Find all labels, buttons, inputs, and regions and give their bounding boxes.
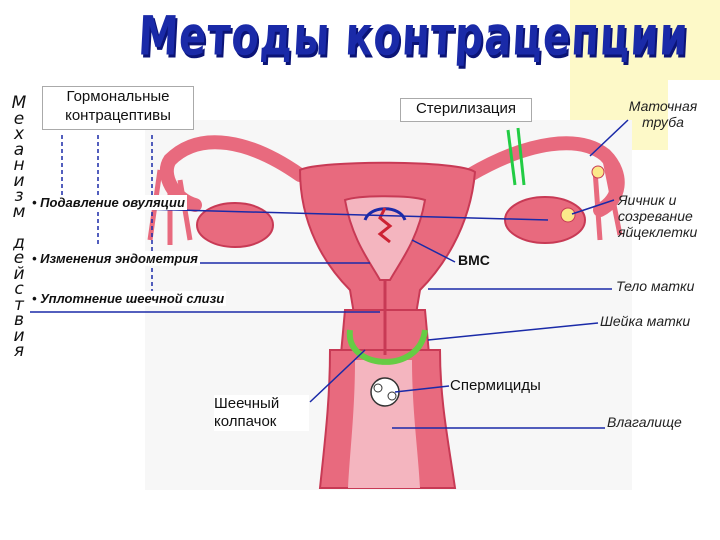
- mechanism-letter: с: [14, 279, 24, 299]
- sterilization-label: Стерилизация: [415, 100, 517, 117]
- cervix-label: Шейка матки: [600, 313, 691, 329]
- mechanism-letter: а: [13, 139, 25, 160]
- hormonal-contraceptives-box: Гормональные контрацептивы: [42, 86, 194, 130]
- mechanism-letter: и: [13, 170, 25, 191]
- mechanism-letter: в: [13, 310, 25, 330]
- spermicide-blob: [370, 377, 400, 407]
- left-ovary: [196, 202, 274, 248]
- spermicides-label: Спермициды: [450, 377, 541, 394]
- mechanism-letter: е: [13, 248, 25, 268]
- vaginal-canal: [348, 360, 420, 488]
- hormonal-contraceptives-label: Гормональные контрацептивы: [65, 88, 171, 124]
- cervical-cap: [346, 329, 428, 365]
- follicle: [591, 165, 605, 179]
- effect-ovulation: Подавление овуляции: [30, 195, 187, 210]
- uterus-body-label: Тело матки: [616, 278, 695, 294]
- mechanism-letter: т: [14, 294, 24, 315]
- mechanism-letter: н: [13, 155, 25, 175]
- mechanism-letter: д: [13, 232, 25, 253]
- vagina-label: Влагалище: [607, 414, 682, 430]
- white-panel: [668, 80, 720, 150]
- left-fallopian-tube: [159, 135, 307, 212]
- mechanism-letter: з: [14, 186, 24, 206]
- mechanism-letter: е: [13, 108, 25, 129]
- sterilization-box: Стерилизация: [400, 98, 532, 122]
- iud-label: ВМС: [458, 252, 490, 268]
- mechanism-letter: М: [11, 93, 27, 113]
- mechanism-letter: й: [13, 263, 25, 284]
- cervical-cap-label: Шеечный колпачок: [214, 395, 309, 431]
- fallopian-tube-label: Маточная труба: [628, 98, 698, 130]
- effect-mucus: Уплотнение шеечной слизи: [30, 291, 227, 306]
- iud-coil: [377, 207, 393, 244]
- mechanism-letter: х: [13, 124, 25, 144]
- mechanism-letter: м: [12, 201, 26, 222]
- mechanism-letter: и: [13, 325, 25, 346]
- ovary-label: Яичник и созревание яйцеклетки: [618, 192, 698, 240]
- effect-endometrium: Изменения эндометрия: [30, 251, 200, 266]
- mechanism-letter: я: [13, 341, 25, 361]
- sterilization-mark: [506, 129, 517, 186]
- right-fallopian-tube: [463, 136, 625, 217]
